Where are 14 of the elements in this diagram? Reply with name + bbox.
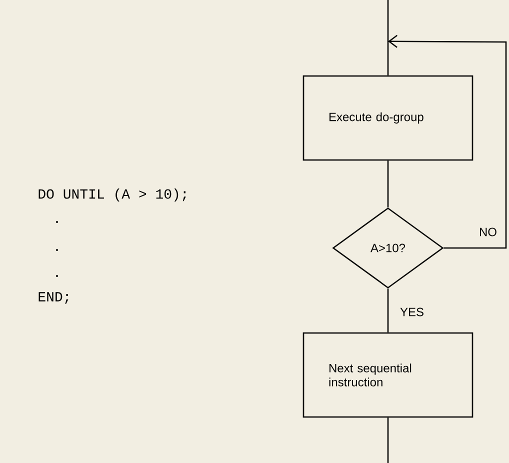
edge-label: YES [400,308,424,316]
connector-line [388,34,507,249]
code-line: . [56,248,58,251]
connector-line [387,160,389,208]
process-box: Execute do-group [302,75,474,161]
code-line: END; [38,292,68,304]
code-line: DO UNTIL (A > 10); [38,188,186,202]
connector-line [387,288,389,332]
process-box: Next sequential instruction [302,332,474,418]
edge-label: NO [480,228,496,236]
connector-line [387,0,389,76]
connector-line [387,418,389,463]
code-line: . [56,274,58,277]
code-line: . [56,220,58,223]
